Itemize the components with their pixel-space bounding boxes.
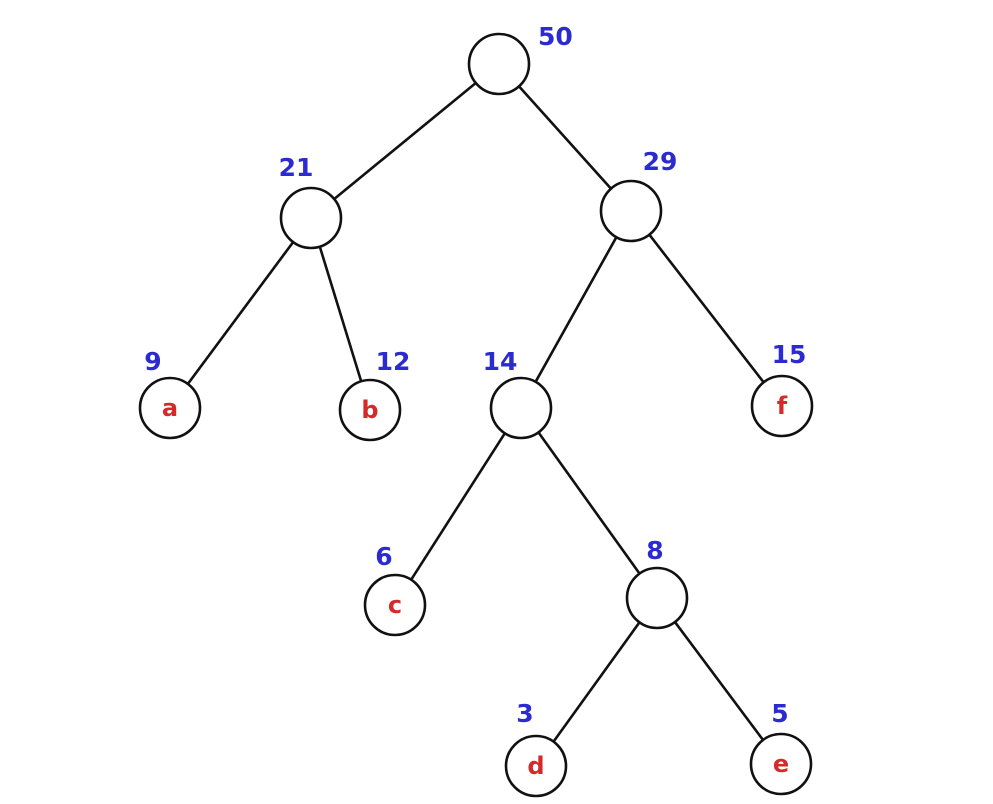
- edge-n21-a: [186, 241, 295, 385]
- weight-label-n8: 8: [646, 536, 663, 565]
- edge-n29-n14: [534, 236, 618, 383]
- edge-n21-b: [318, 246, 363, 382]
- weight-label-f: 15: [772, 340, 807, 369]
- node-circle: [504, 734, 568, 798]
- tree-node-e: e: [749, 732, 813, 796]
- weight-label-n29: 29: [643, 147, 678, 176]
- edge-root-n29: [518, 85, 612, 190]
- tree-node-n8: [625, 566, 689, 630]
- leaf-symbol-label: e: [773, 750, 789, 778]
- leaf-symbol-label: b: [361, 396, 378, 424]
- node-circle: [599, 179, 663, 243]
- weight-label-e: 5: [771, 699, 788, 728]
- node-circle: [749, 732, 813, 796]
- node-circle: [138, 376, 202, 440]
- weight-label-a: 9: [144, 347, 161, 376]
- leaf-symbol-label: c: [388, 591, 402, 619]
- weight-label-n14: 14: [483, 347, 518, 376]
- edge-n14-n8: [537, 431, 641, 575]
- leaf-symbol-label: d: [527, 752, 544, 780]
- tree-node-f: f: [750, 374, 814, 438]
- node-circle: [625, 566, 689, 630]
- edge-n14-c: [410, 432, 506, 581]
- node-circle: [338, 378, 402, 442]
- weight-label-n21: 21: [279, 153, 314, 182]
- edge-root-n21: [333, 82, 477, 200]
- edge-n29-f: [648, 233, 765, 384]
- node-circle: [467, 32, 531, 96]
- node-circle: [750, 374, 814, 438]
- tree-node-a: a: [138, 376, 202, 440]
- node-circle: [489, 376, 553, 440]
- node-circle: [279, 186, 343, 250]
- tree-node-b: b: [338, 378, 402, 442]
- weight-label-d: 3: [516, 699, 533, 728]
- tree-node-n29: [599, 179, 663, 243]
- edge-n8-d: [552, 621, 641, 743]
- tree-node-d: d: [504, 734, 568, 798]
- node-circle: [363, 573, 427, 637]
- edge-n8-e: [673, 621, 765, 741]
- tree-nodes: a b f c d e: [138, 32, 814, 798]
- tree-node-root: [467, 32, 531, 96]
- weight-label-b: 12: [376, 347, 411, 376]
- leaf-symbol-label: a: [162, 394, 178, 422]
- tree-node-n14: [489, 376, 553, 440]
- tree-weight-labels: 50 21 29 9 12 14 15 6 8 3 5: [144, 22, 806, 728]
- tree-node-n21: [279, 186, 343, 250]
- weight-label-c: 6: [375, 542, 392, 571]
- leaf-symbol-label: f: [777, 392, 788, 420]
- tree-edges: [186, 82, 765, 743]
- tree-node-c: c: [363, 573, 427, 637]
- weight-label-root: 50: [538, 22, 573, 51]
